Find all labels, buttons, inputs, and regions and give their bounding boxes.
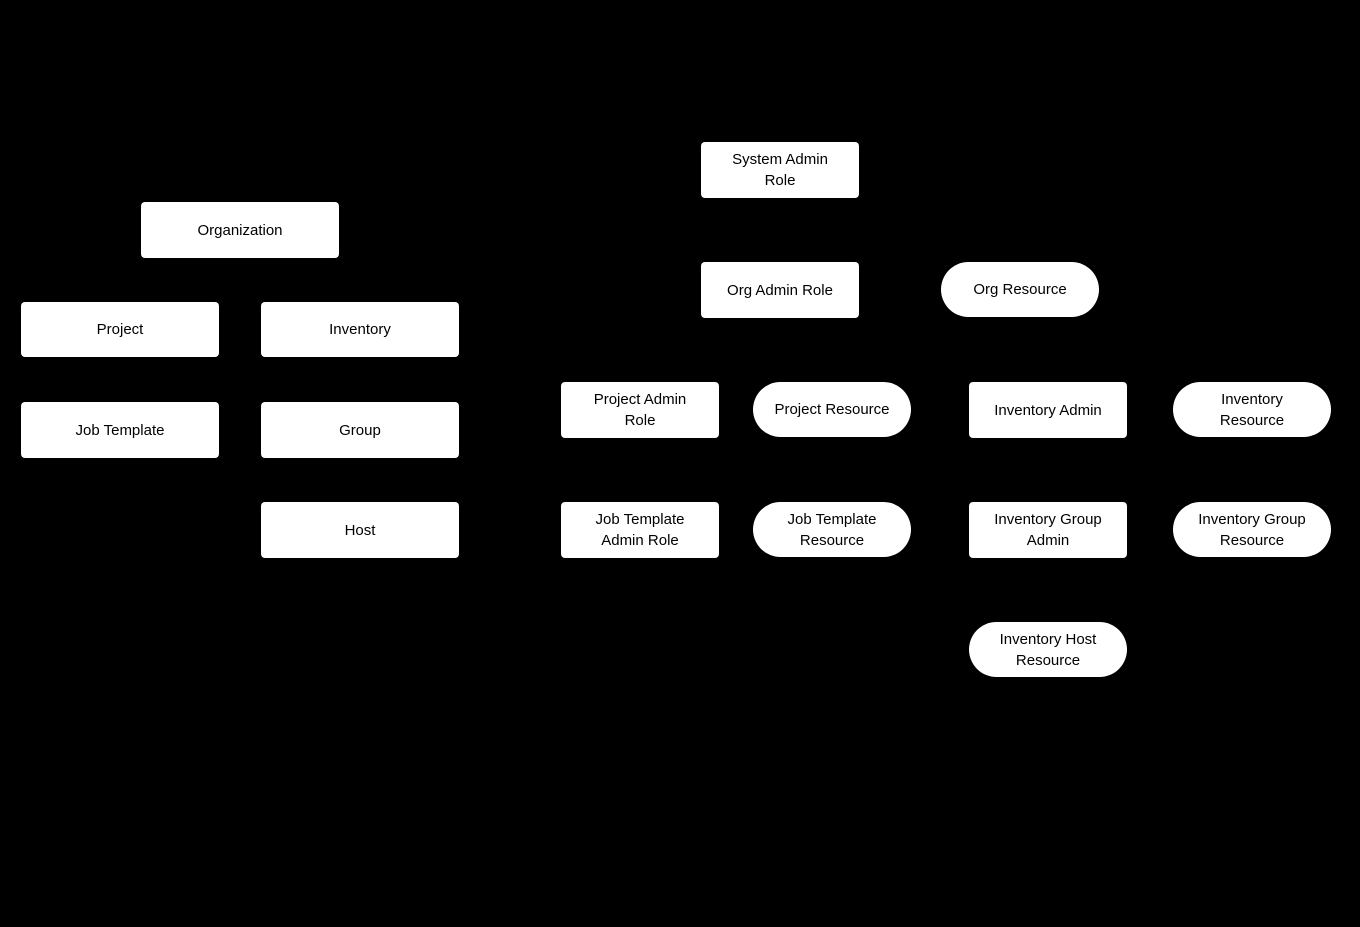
node-project-resource: Project Resource xyxy=(753,382,911,437)
node-inventory-group-admin: Inventory Group Admin xyxy=(969,502,1127,558)
node-project-admin-role: Project Admin Role xyxy=(561,382,719,438)
node-job-template: Job Template xyxy=(21,402,219,458)
node-inventory-resource: Inventory Resource xyxy=(1173,382,1331,437)
node-job-template-admin-role: Job Template Admin Role xyxy=(561,502,719,558)
node-inventory: Inventory xyxy=(261,302,459,357)
node-inventory-admin: Inventory Admin xyxy=(969,382,1127,438)
node-job-template-resource: Job Template Resource xyxy=(753,502,911,557)
node-inventory-group-resource: Inventory Group Resource xyxy=(1173,502,1331,557)
node-project: Project xyxy=(21,302,219,357)
node-organization: Organization xyxy=(141,202,339,258)
node-system-admin-role: System Admin Role xyxy=(701,142,859,198)
node-org-admin-role: Org Admin Role xyxy=(701,262,859,318)
node-host: Host xyxy=(261,502,459,558)
node-inventory-host-resource: Inventory Host Resource xyxy=(969,622,1127,677)
node-group: Group xyxy=(261,402,459,458)
node-org-resource: Org Resource xyxy=(941,262,1099,317)
